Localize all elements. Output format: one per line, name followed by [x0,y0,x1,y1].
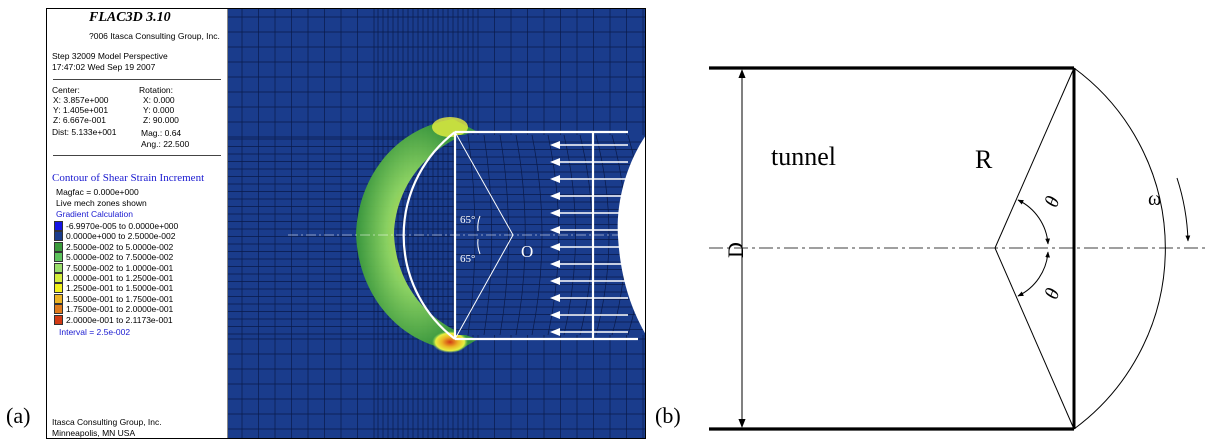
footer-location: Minneapolis, MN USA [52,428,136,438]
legend-range-label: 2.0000e-001 to 2.1173e-001 [66,314,173,325]
mesh-view: 65° 65° O [228,9,645,438]
center-heading: Center: [52,85,80,95]
legend-swatch [54,262,63,273]
rotation-heading: Rotation: [139,85,174,95]
legend-swatch [54,231,63,242]
point-o-label: O [521,242,533,261]
omega-label: ω [1148,188,1161,210]
tunnel-diagram: tunnel R θ θ ω D [709,66,1205,431]
pressure-arrows [550,141,628,336]
angle-arc-top [477,215,481,232]
radius-bottom [454,234,514,340]
legend-panel: FLAC3D 3.10 ?006 Itasca Consulting Group… [47,9,228,438]
contour-title: Contour of Shear Strain Increment [52,172,205,184]
copyright-text: ?006 Itasca Consulting Group, Inc. [89,31,220,41]
legend-range-label: -6.9970e-005 to 0.0000e+000 [66,221,179,231]
radius-label: R [975,145,993,174]
radius-top [454,131,514,236]
pressure-arrow-head [550,328,560,336]
pressure-arrow-head [550,277,560,285]
angle-label-top: 65° [460,214,475,226]
legend-swatch [54,252,63,263]
legend-range-label: 0.0000e+000 to 2.5000e-002 [66,231,176,242]
tunnel-label: tunnel [771,142,836,171]
legend-swatch [54,293,63,304]
rotation-mag: Mag.: 0.64 [141,128,182,138]
interval-text: Interval = 2.5e-002 [59,327,131,337]
panel-b-label: (b) [655,403,681,428]
theta-label-bottom: θ [1041,285,1065,302]
radius-line-bottom [994,247,1075,430]
legend-swatch [54,304,63,315]
pressure-arrow-head [550,226,560,234]
omega-arrow [1176,177,1191,242]
shear-band [356,119,478,351]
pressure-arrow-head [550,311,560,319]
legend-range-label: 7.5000e-002 to 1.0000e-001 [66,262,174,273]
pressure-arrow-head [550,141,560,149]
shear-hotspot-top [432,117,468,137]
legend-range-label: 1.5000e-001 to 1.7500e-001 [66,293,174,304]
panel-a-label: (a) [6,403,31,428]
radius-line-top [994,67,1075,249]
legend-swatch [54,241,63,252]
center-x: X: 3.857e+000 [53,95,109,105]
rotation-y: Y: 0.000 [143,105,175,115]
pressure-arrow-head [550,192,560,200]
legend-range-label: 2.5000e-002 to 5.0000e-002 [66,241,174,252]
diameter-label: D [723,242,748,258]
live-mech-text: Live mech zones shown [56,198,147,208]
legend-range-label: 5.0000e-002 to 7.5000e-002 [66,252,174,263]
legend-swatch [54,221,63,231]
legend-range-label: 1.0000e-001 to 1.2500e-001 [66,273,174,283]
theta-arc-top [1017,199,1051,245]
angle-label-bottom: 65° [460,253,475,265]
failure-arc [402,131,456,340]
pressure-arrow-head [550,175,560,183]
pressure-arrow-head [550,158,560,166]
tunnel-mesh-curves [455,134,645,336]
gradient-text: Gradient Calculation [56,209,134,219]
legend-swatch [54,314,63,325]
legend-swatch [54,273,63,283]
step-text: Step 32009 Model Perspective [52,51,168,61]
footer-company: Itasca Consulting Group, Inc. [52,417,162,427]
pressure-arrow-head [550,209,560,217]
pressure-arrow-head [550,260,560,268]
pressure-arrow-head [550,243,560,251]
center-y: Y: 1.405e+001 [53,105,109,115]
center-dist: Dist: 5.133e+001 [52,127,117,137]
rotation-x: X: 0.000 [143,95,175,105]
theta-label-top: θ [1041,193,1065,210]
legend-swatch [54,283,63,294]
theta-arc-bottom [1017,251,1051,297]
pressure-arrow-head [550,294,560,302]
app-title: FLAC3D 3.10 [89,10,171,25]
center-z: Z: 6.667e-001 [53,115,106,125]
magfac-text: Magfac = 0.000e+000 [56,187,139,197]
legend-range-label: 1.7500e-001 to 2.0000e-001 [66,304,174,315]
failure-arc-b [1073,67,1166,430]
angle-arc-bottom [477,238,481,255]
rotation-z: Z: 90.000 [143,115,179,125]
legend-range-label: 1.2500e-001 to 1.5000e-001 [66,283,174,294]
rotation-ang: Ang.: 22.500 [141,139,190,149]
shear-hotspot-bottom [432,331,468,353]
time-text: 17:47:02 Wed Sep 19 2007 [52,62,156,72]
flac3d-plot: FLAC3D 3.10 ?006 Itasca Consulting Group… [46,8,646,439]
